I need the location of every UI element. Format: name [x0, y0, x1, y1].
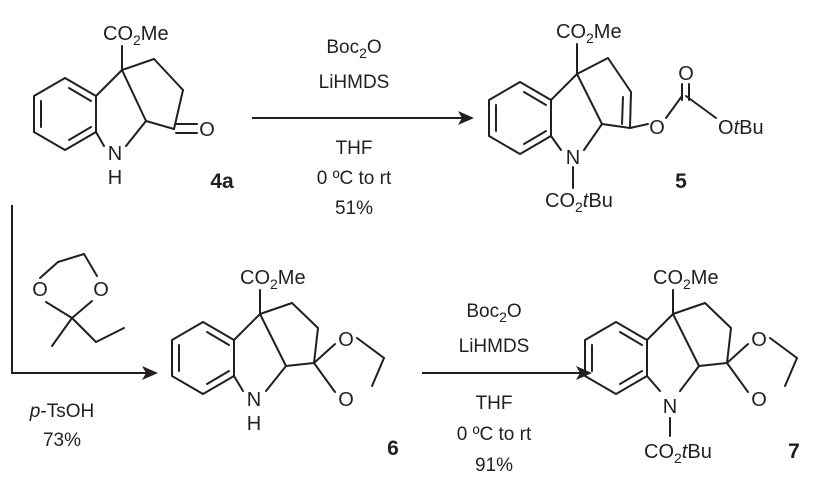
dioxolane-oxygen-left: O — [32, 279, 48, 301]
compound-5-nitrogen: N — [566, 147, 580, 169]
compound-6: CO2Me N H O O 6 — [171, 267, 399, 460]
compound-4a-ketone-oxygen: O — [199, 119, 215, 141]
step3-temperature: 0 ºC to rt — [457, 424, 532, 445]
compound-7-bonds — [584, 289, 798, 437]
compound-4a-nitrogen: N — [108, 143, 122, 165]
compound-6-oxygen-top: O — [338, 329, 354, 351]
compound-6-oxygen-bottom: O — [338, 389, 354, 411]
step1-reagent-lihmds: LiHMDS — [319, 72, 390, 93]
compound-7-label: 7 — [788, 440, 800, 463]
step3-solvent: THF — [476, 393, 513, 414]
dioxolane-reagent-bonds — [39, 253, 125, 347]
compound-6-label: 6 — [387, 437, 399, 460]
reaction-arrow-step3 — [422, 366, 592, 380]
compound-7-boc-label: CO2tBu — [644, 441, 712, 466]
dioxolane-reagent: O O — [32, 253, 125, 347]
reaction-arrow-step1 — [252, 111, 474, 125]
step3-conditions: Boc2O LiHMDS THF 0 ºC to rt 91% — [457, 301, 532, 476]
compound-6-nitrogen: N — [247, 389, 261, 411]
compound-6-ester-label: CO2Me — [240, 267, 306, 292]
compound-5-bonds — [488, 43, 717, 189]
compound-7-nitrogen: N — [663, 396, 677, 418]
compound-4a-hydrogen: H — [108, 167, 122, 189]
compound-5-ester-label: CO2Me — [556, 21, 622, 46]
step2-yield: 73% — [43, 430, 81, 451]
step3-yield: 91% — [475, 455, 513, 476]
step1-yield: 51% — [335, 198, 373, 219]
compound-4a-ester-label: CO2Me — [103, 23, 169, 48]
compound-5-enol-oxygen: O — [649, 117, 665, 139]
step1-solvent: THF — [336, 138, 373, 159]
compound-7-oxygen-top: O — [751, 329, 767, 351]
step3-reagent-lihmds: LiHMDS — [459, 336, 530, 357]
compound-4a-label: 4a — [210, 170, 234, 193]
compound-4a: CO2Me N H O 4a — [33, 23, 234, 193]
step1-reagent-boc2o: Boc2O — [326, 37, 381, 61]
compound-7-oxygen-bottom: O — [751, 389, 767, 411]
step3-reagent-boc2o: Boc2O — [466, 301, 521, 325]
compound-5-label: 5 — [675, 170, 687, 193]
compound-6-hydrogen: H — [247, 413, 261, 435]
compound-5: CO2Me N CO2tBu O O OtBu 5 — [488, 21, 764, 215]
dioxolane-oxygen-right: O — [93, 279, 109, 301]
compound-5-carbonyl-oxygen: O — [678, 63, 694, 85]
compound-5-otbu-label: OtBu — [718, 117, 764, 139]
step1-conditions: Boc2O LiHMDS THF 0 ºC to rt 51% — [317, 37, 392, 219]
compound-7-ester-label: CO2Me — [653, 267, 719, 292]
compound-6-bonds — [171, 289, 385, 395]
compound-5-boc-label: CO2tBu — [545, 190, 613, 215]
compound-4a-bonds — [33, 45, 198, 151]
step2-conditions: p-TsOH 73% — [29, 401, 94, 451]
reaction-arrow-step2 — [11, 205, 158, 380]
compound-7: CO2Me N CO2tBu O O 7 — [584, 267, 800, 466]
step2-reagent: p-TsOH — [29, 401, 94, 422]
step1-temperature: 0 ºC to rt — [317, 168, 392, 189]
